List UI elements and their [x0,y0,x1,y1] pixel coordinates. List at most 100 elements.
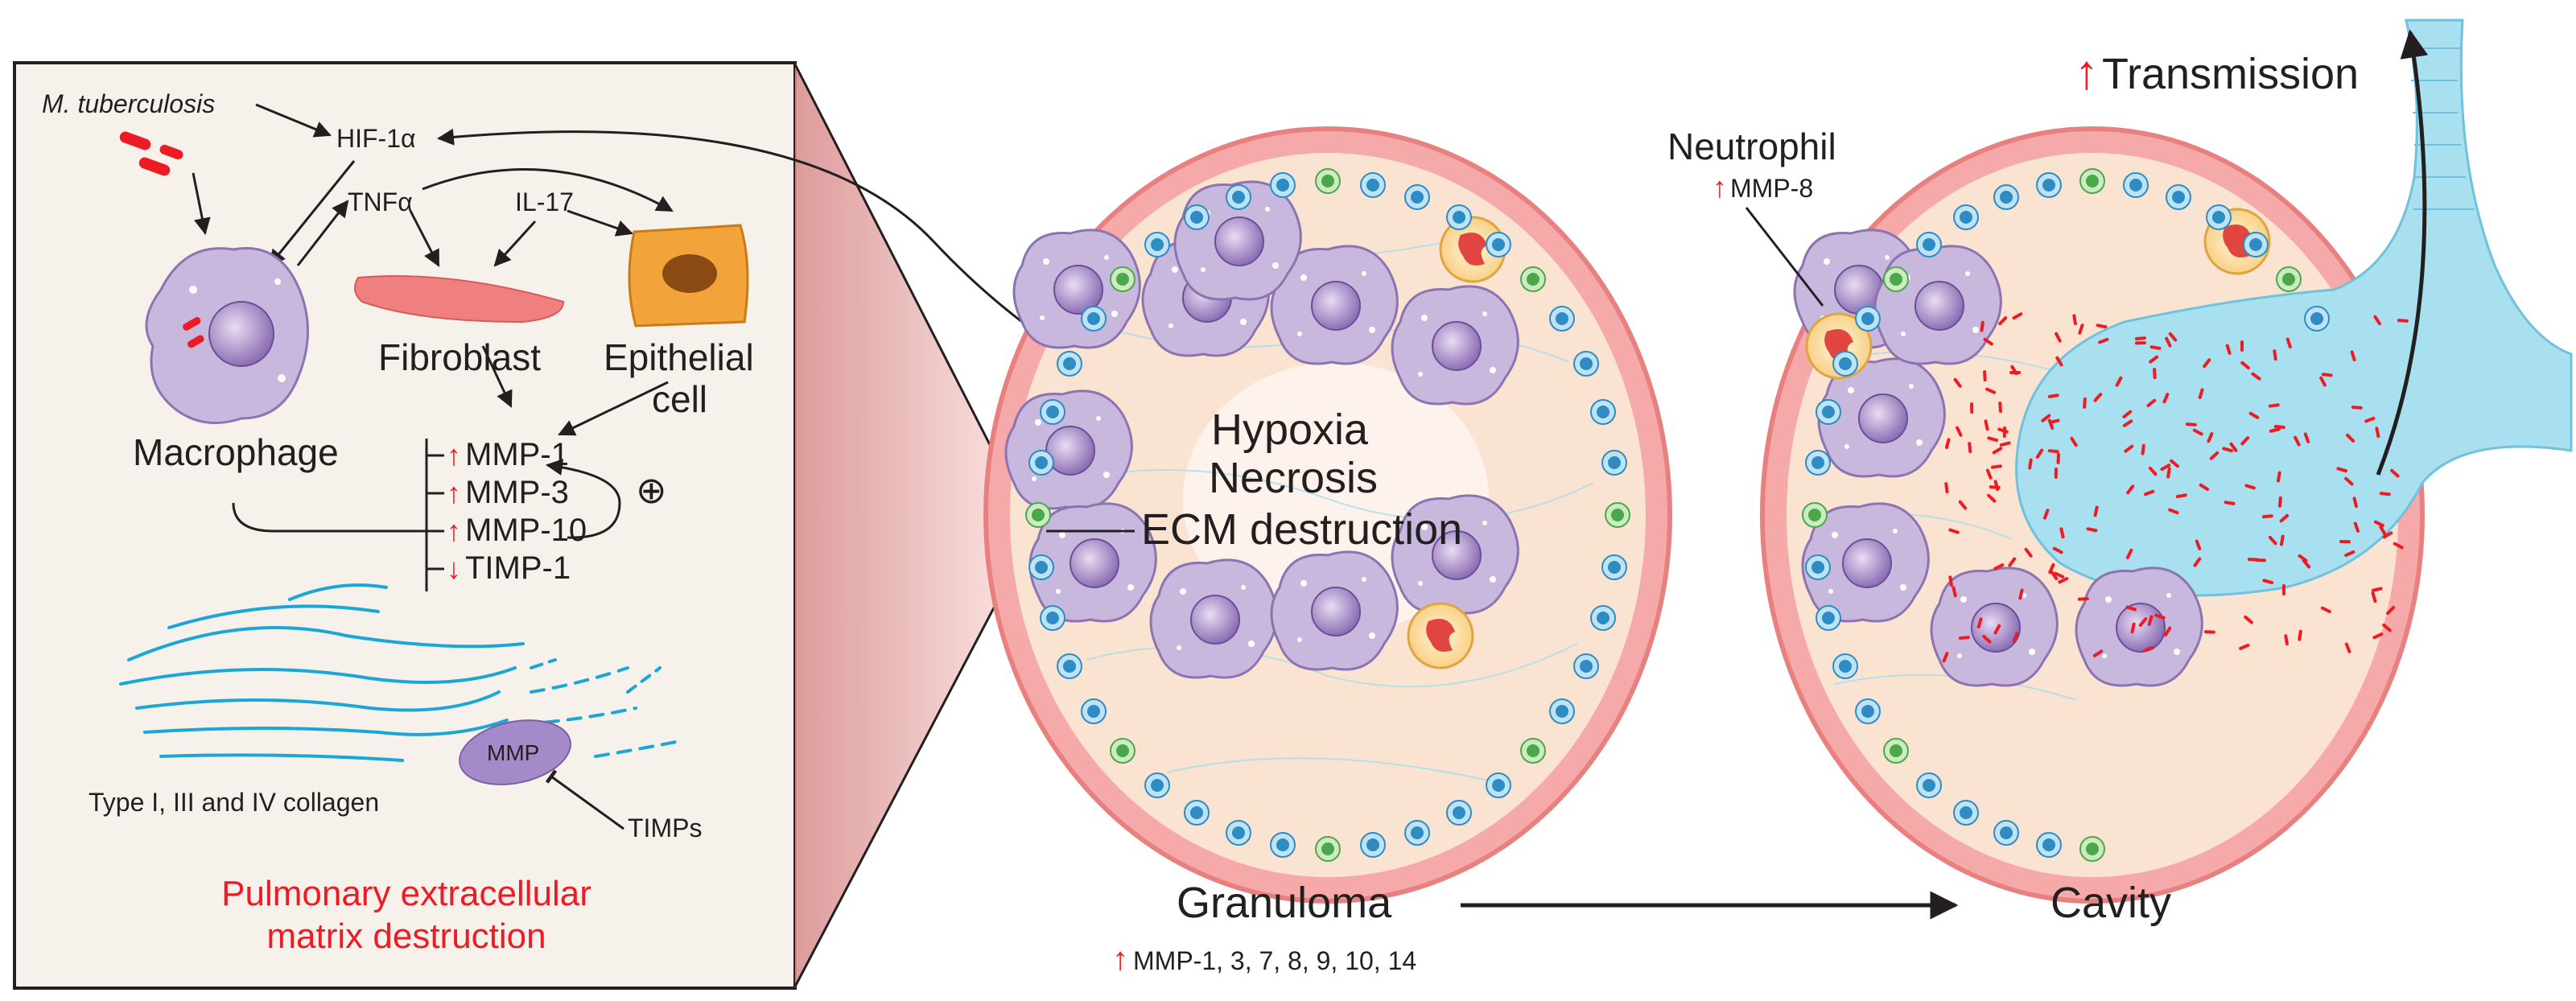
bacillus [2268,535,2277,546]
bacillus [2352,496,2358,509]
lymphocyte-cell [2036,832,2062,858]
bacillus [2124,444,2134,453]
bacillus [2375,426,2380,439]
bacillus [2382,531,2393,539]
bacillus [2372,632,2384,640]
bacillus [2035,448,2044,459]
lymphocyte-cell [1832,653,1858,679]
lymphocyte-cell [1081,698,1107,724]
mmp-enzyme-icon [459,719,571,785]
lymphocyte-cell [1601,554,1627,580]
lymphocyte-cell [1573,653,1599,679]
bacillus [1944,438,1951,450]
lymphocyte-cell [2079,168,2105,194]
bacillus [2175,493,2187,499]
bacillus [1998,316,2008,326]
bacillus [2192,428,2203,436]
bacillus [1993,624,2001,635]
bacillus [2240,436,2250,446]
bacillus [2353,521,2360,533]
bacillus [2229,442,2238,452]
lymphocyte-cell [1081,306,1107,332]
bacillus [2284,634,2289,646]
lymphocyte-cell [1270,832,1296,858]
bacillus [2083,397,2087,409]
bacillus [2149,345,2162,350]
lymphocyte-cell [1110,738,1136,764]
lymphocyte-cell [1832,351,1858,377]
lymphocyte-cell [1549,698,1575,724]
bacillus [2122,410,2133,418]
bacillus [2373,520,2384,528]
bacillus [2282,584,2285,595]
bacillus [1976,617,1983,628]
lymphocyte-cell [1590,399,1616,425]
lymphocyte-cell [1226,184,1251,210]
bacillus [2126,484,2135,495]
bacillus [2350,350,2356,362]
bacillus [2130,622,2136,634]
bacillus [1942,652,1949,663]
bacillus [2058,577,2069,584]
lymphocyte-cell [1040,399,1065,425]
bacillus [2146,398,2157,407]
lymphocyte-cell [1605,502,1630,528]
bacillus [2165,336,2172,348]
collagen-label: Type I, III and IV collagen [89,788,379,817]
bacillus [1985,468,1993,480]
mmp-regulation-list: ↑MMP-1↑MMP-3↑MMP-10↓TIMP-1 ⊕ [232,437,667,591]
bacillus [2098,337,2109,344]
bacillus [1952,586,1957,598]
lymphocyte-cell [1953,204,1979,230]
bacillus [1956,426,1963,437]
bacillus [2346,433,2355,443]
bacillus [2028,458,2033,470]
bacillus [2138,617,2148,627]
lymphocyte-cell [1028,450,1054,476]
lymphocyte-cell [1315,168,1341,194]
bacillus [2285,337,2292,349]
bacillus [1982,634,1992,644]
bacillus [1998,402,2003,414]
bacillus [2078,323,2084,335]
bacillus [2055,332,2062,343]
lymphocyte-cell [2123,172,2149,198]
bacillus [1948,528,1960,534]
bacillus [2244,484,2256,490]
panel-title-line2: matrix destruction [266,917,546,956]
bacillus [2134,336,2146,341]
up-arrow-mmp8: ↑ [1713,171,1727,204]
bacillus [2162,393,2170,404]
bacillus [1953,377,1962,388]
panel-title-line1: Pulmonary extracellular [221,874,591,913]
mmp-enzyme-label: MMP [487,740,539,765]
bacillus [2379,525,2387,536]
tnf-label: TNFα [348,187,413,216]
lymphocyte-cell [1144,232,1170,257]
lymphocyte-cell [1446,204,1472,230]
il17-label: IL-17 [515,187,574,216]
bacillus [2373,315,2381,326]
granuloma-mmp-label: MMP-1, 3, 7, 8, 9, 10, 14 [1133,946,1416,975]
bacillus [2224,500,2236,505]
bacillus [2077,597,2089,601]
bacillus [2153,368,2157,380]
lymphocyte-cell [1883,738,1909,764]
bacillus [2364,416,2376,423]
bacillus [2018,588,2024,600]
lymphocyte-cell [2206,204,2232,230]
bacteria-icon [119,131,183,176]
zoom-wedge [795,63,1034,988]
bacillus [2163,626,2172,637]
bacillus [2154,613,2166,620]
bacillus [1958,500,1968,510]
bacillus [1985,387,1997,394]
lymphocyte-cell [1057,653,1082,679]
lymphocyte-cell [1486,232,1511,257]
bacillus [2012,632,2019,643]
lymphocyte-cell [2079,836,2105,862]
bacillus [2393,542,2404,550]
lymphocyte-cell [1446,800,1472,826]
bacillus [2203,630,2215,634]
lymphocyte-cell [1520,266,1546,292]
